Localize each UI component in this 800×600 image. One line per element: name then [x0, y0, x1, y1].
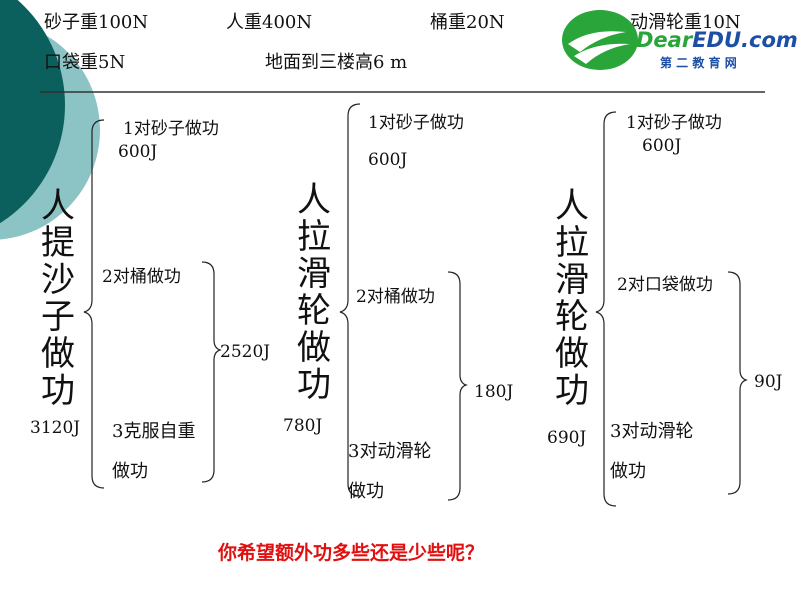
- col3-extra-total: 90J: [754, 372, 783, 392]
- col3-item3-line1: 3对动滑轮: [610, 421, 694, 442]
- col3-total: 690J: [547, 428, 587, 448]
- brace-col1-right: [201, 261, 222, 483]
- col2-item2: 2对桶做功: [356, 287, 435, 307]
- given-bucket-weight: 桶重20N: [430, 12, 505, 33]
- col3-title: 人拉滑轮做功: [555, 186, 589, 411]
- col1-item1: 1对砂子做功: [123, 119, 219, 139]
- col1-item2: 2对桶做功: [102, 267, 181, 287]
- col2-title: 人拉滑轮做功: [297, 180, 331, 405]
- given-bag-weight: 口袋重5N: [44, 52, 126, 73]
- col3-item3: 3对动滑轮 做功: [610, 412, 720, 492]
- brace-col1-left: [83, 119, 105, 489]
- logo-brand-com: .com: [741, 28, 798, 52]
- col1-item3: 3克服自重 做功: [112, 412, 222, 492]
- col2-extra-total: 180J: [474, 382, 514, 402]
- dearedu-logo: DearEDU.com 第 二 教 育 网: [560, 6, 798, 74]
- col2-item3-line2: 做功: [348, 481, 384, 502]
- brace-col3-right: [727, 271, 748, 495]
- col2-item1: 1对砂子做功: [368, 113, 464, 133]
- logo-swoosh-icon: [562, 10, 638, 70]
- given-person-weight: 人重400N: [226, 12, 313, 33]
- col1-total: 3120J: [30, 418, 81, 438]
- given-pulley-weight: 动滑轮重10N: [630, 12, 741, 33]
- teal-dark-circle: [0, 0, 65, 224]
- col1-extra-total: 2520J: [220, 342, 271, 362]
- col2-item1-value: 600J: [368, 150, 408, 170]
- col1-title: 人提沙子做功: [41, 186, 75, 411]
- given-height: 地面到三楼高6 m: [265, 52, 408, 73]
- logo-subtitle: 第 二 教 育 网: [660, 56, 737, 70]
- col2-item3-line1: 3对动滑轮: [348, 441, 432, 462]
- brace-col3-left: [595, 111, 617, 507]
- col3-item3-line2: 做功: [610, 461, 646, 482]
- logo-brand-edu: EDU: [692, 28, 742, 52]
- brace-col2-right: [447, 271, 468, 501]
- col3-item1: 1对砂子做功: [626, 113, 722, 133]
- col3-item1-value: 600J: [642, 136, 682, 156]
- col1-item3-line1: 3克服自重: [112, 421, 196, 442]
- question-text: 你希望额外功多些还是少些呢？: [218, 542, 485, 564]
- brace-col2-left: [339, 103, 361, 497]
- given-sand-weight: 砂子重100N: [44, 12, 149, 33]
- logo-brand-dear: Dear: [636, 28, 693, 52]
- col2-item3: 3对动滑轮 做功: [348, 432, 458, 512]
- col2-total: 780J: [283, 416, 323, 436]
- col1-item3-line2: 做功: [112, 461, 148, 482]
- col3-item2: 2对口袋做功: [617, 275, 713, 295]
- col1-item1-value: 600J: [118, 142, 158, 162]
